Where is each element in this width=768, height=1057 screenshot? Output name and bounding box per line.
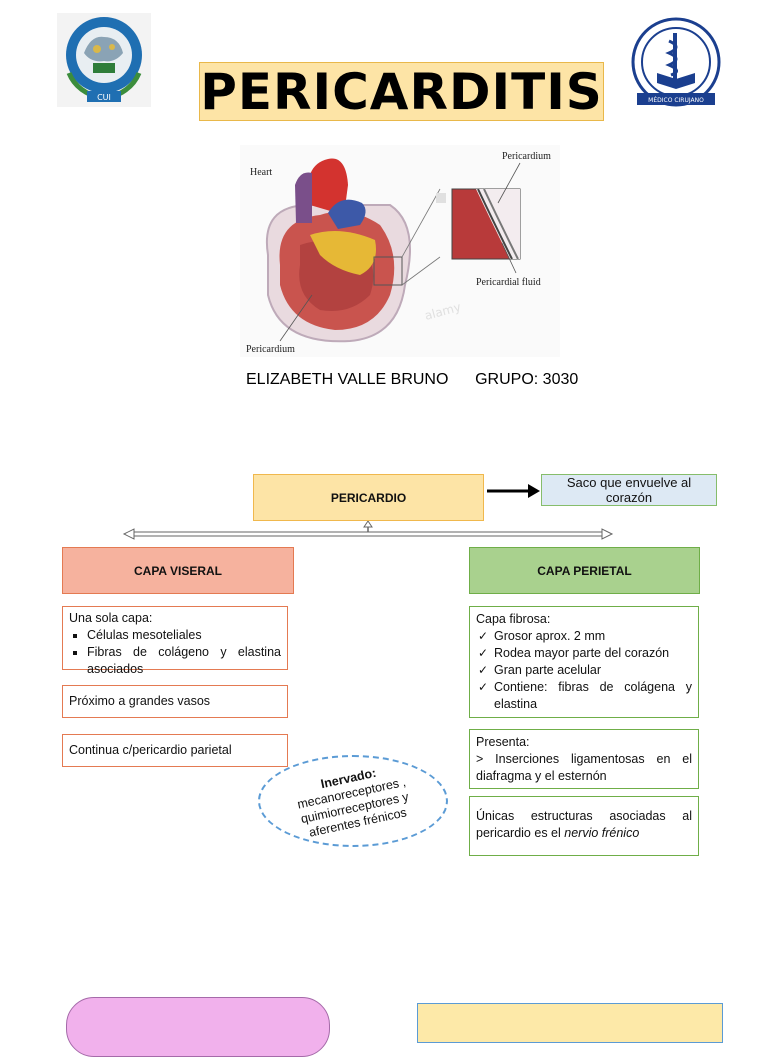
- author-name: ELIZABETH VALLE BRUNO: [246, 371, 449, 388]
- parietal-nerve-card: Únicas estructuras asociadas al pericard…: [469, 796, 699, 856]
- byline: ELIZABETH VALLE BRUNO GRUPO: 3030: [246, 371, 578, 389]
- list-item: Grosor aprox. 2 mm: [478, 628, 692, 645]
- visceral-layers-card: Una sola capa: Células mesoteliales Fibr…: [62, 606, 288, 676]
- parietal-card-heading: Capa fibrosa:: [476, 612, 551, 626]
- node-capa-parietal: CAPA PERIETAL: [469, 547, 700, 594]
- parietal-insertions-heading: Presenta:: [476, 735, 530, 749]
- node-pericardio: PERICARDIO: [253, 474, 484, 521]
- label-pericardial-fluid: Pericardial fluid: [476, 277, 541, 288]
- parietal-insertions-text: > Inserciones ligamentosas en el diafrag…: [476, 752, 692, 783]
- medical-school-seal-logo: MÉDICO CIRUJANO: [629, 17, 723, 111]
- label-heart: Heart: [250, 167, 272, 178]
- concept-map-connectors: [122, 484, 614, 540]
- list-item: Gran parte acelular: [478, 662, 692, 679]
- visceral-continuity-text: Continua c/pericardio parietal: [69, 743, 232, 757]
- visceral-card-heading: Una sola capa:: [69, 611, 153, 625]
- bottom-left-box: [66, 997, 330, 1057]
- visceral-continuity-card: Continua c/pericardio parietal: [62, 734, 288, 767]
- university-seal-icon: CUI: [57, 13, 151, 107]
- parietal-nerve-italic: nervio frénico: [564, 826, 640, 840]
- heart-illustration: alamy Heart Pericardium Pericardial flui…: [240, 145, 560, 357]
- parietal-nerve-text: Únicas estructuras asociadas al pericard…: [476, 808, 692, 842]
- list-item: Rodea mayor parte del corazón: [478, 645, 692, 662]
- node-capa-parietal-label: CAPA PERIETAL: [537, 563, 632, 578]
- node-pericardio-label: PERICARDIO: [330, 490, 407, 505]
- heart-pericardium-figure: alamy Heart Pericardium Pericardial flui…: [240, 145, 560, 357]
- parietal-fibrous-list: Grosor aprox. 2 mm Rodea mayor parte del…: [476, 628, 692, 713]
- list-item: Células mesoteliales: [87, 627, 281, 644]
- university-seal-logo: CUI: [57, 13, 151, 107]
- node-capa-visceral: CAPA VISERAL: [62, 547, 294, 594]
- visceral-layers-list: Células mesoteliales Fibras de colágeno …: [69, 627, 281, 678]
- visceral-vessels-card: Próximo a grandes vasos: [62, 685, 288, 718]
- visceral-vessels-text: Próximo a grandes vasos: [69, 694, 211, 708]
- parietal-fibrous-card: Capa fibrosa: Grosor aprox. 2 mm Rodea m…: [469, 606, 699, 718]
- group-number: GRUPO: 3030: [475, 371, 579, 388]
- page-title: PERICARDITIS: [200, 62, 603, 121]
- branch-double-arrow: [131, 531, 605, 537]
- list-item: Contiene: fibras de colágena y elastina: [478, 679, 692, 713]
- bottom-right-box: [417, 1003, 723, 1043]
- node-capa-visceral-label: CAPA VISERAL: [133, 563, 222, 578]
- node-definition: Saco que envuelve al corazón: [541, 474, 717, 506]
- seal-ribbon-text: CUI: [97, 93, 111, 102]
- label-pericardium-bottom: Pericardium: [246, 344, 295, 355]
- parietal-insertions-card: Presenta: > Inserciones ligamentosas en …: [469, 729, 699, 789]
- arrow-head-icon: [528, 484, 540, 498]
- seal-ribbon-text: MÉDICO CIRUJANO: [648, 96, 704, 104]
- innervation-note: Inervado: mecanoreceptores , quimiorrece…: [258, 755, 448, 847]
- innervation-note-text: Inervado: mecanoreceptores , quimiorrece…: [293, 760, 414, 842]
- node-definition-label: Saco que envuelve al corazón: [566, 475, 692, 505]
- list-item: Fibras de colágeno y elastina asociados: [87, 644, 281, 678]
- label-pericardium-top: Pericardium: [502, 151, 551, 162]
- parietal-nerve-prefix: Únicas estructuras asociadas al pericard…: [476, 809, 692, 840]
- medical-school-seal-icon: MÉDICO CIRUJANO: [631, 17, 721, 107]
- title-banner: PERICARDITIS: [199, 62, 604, 121]
